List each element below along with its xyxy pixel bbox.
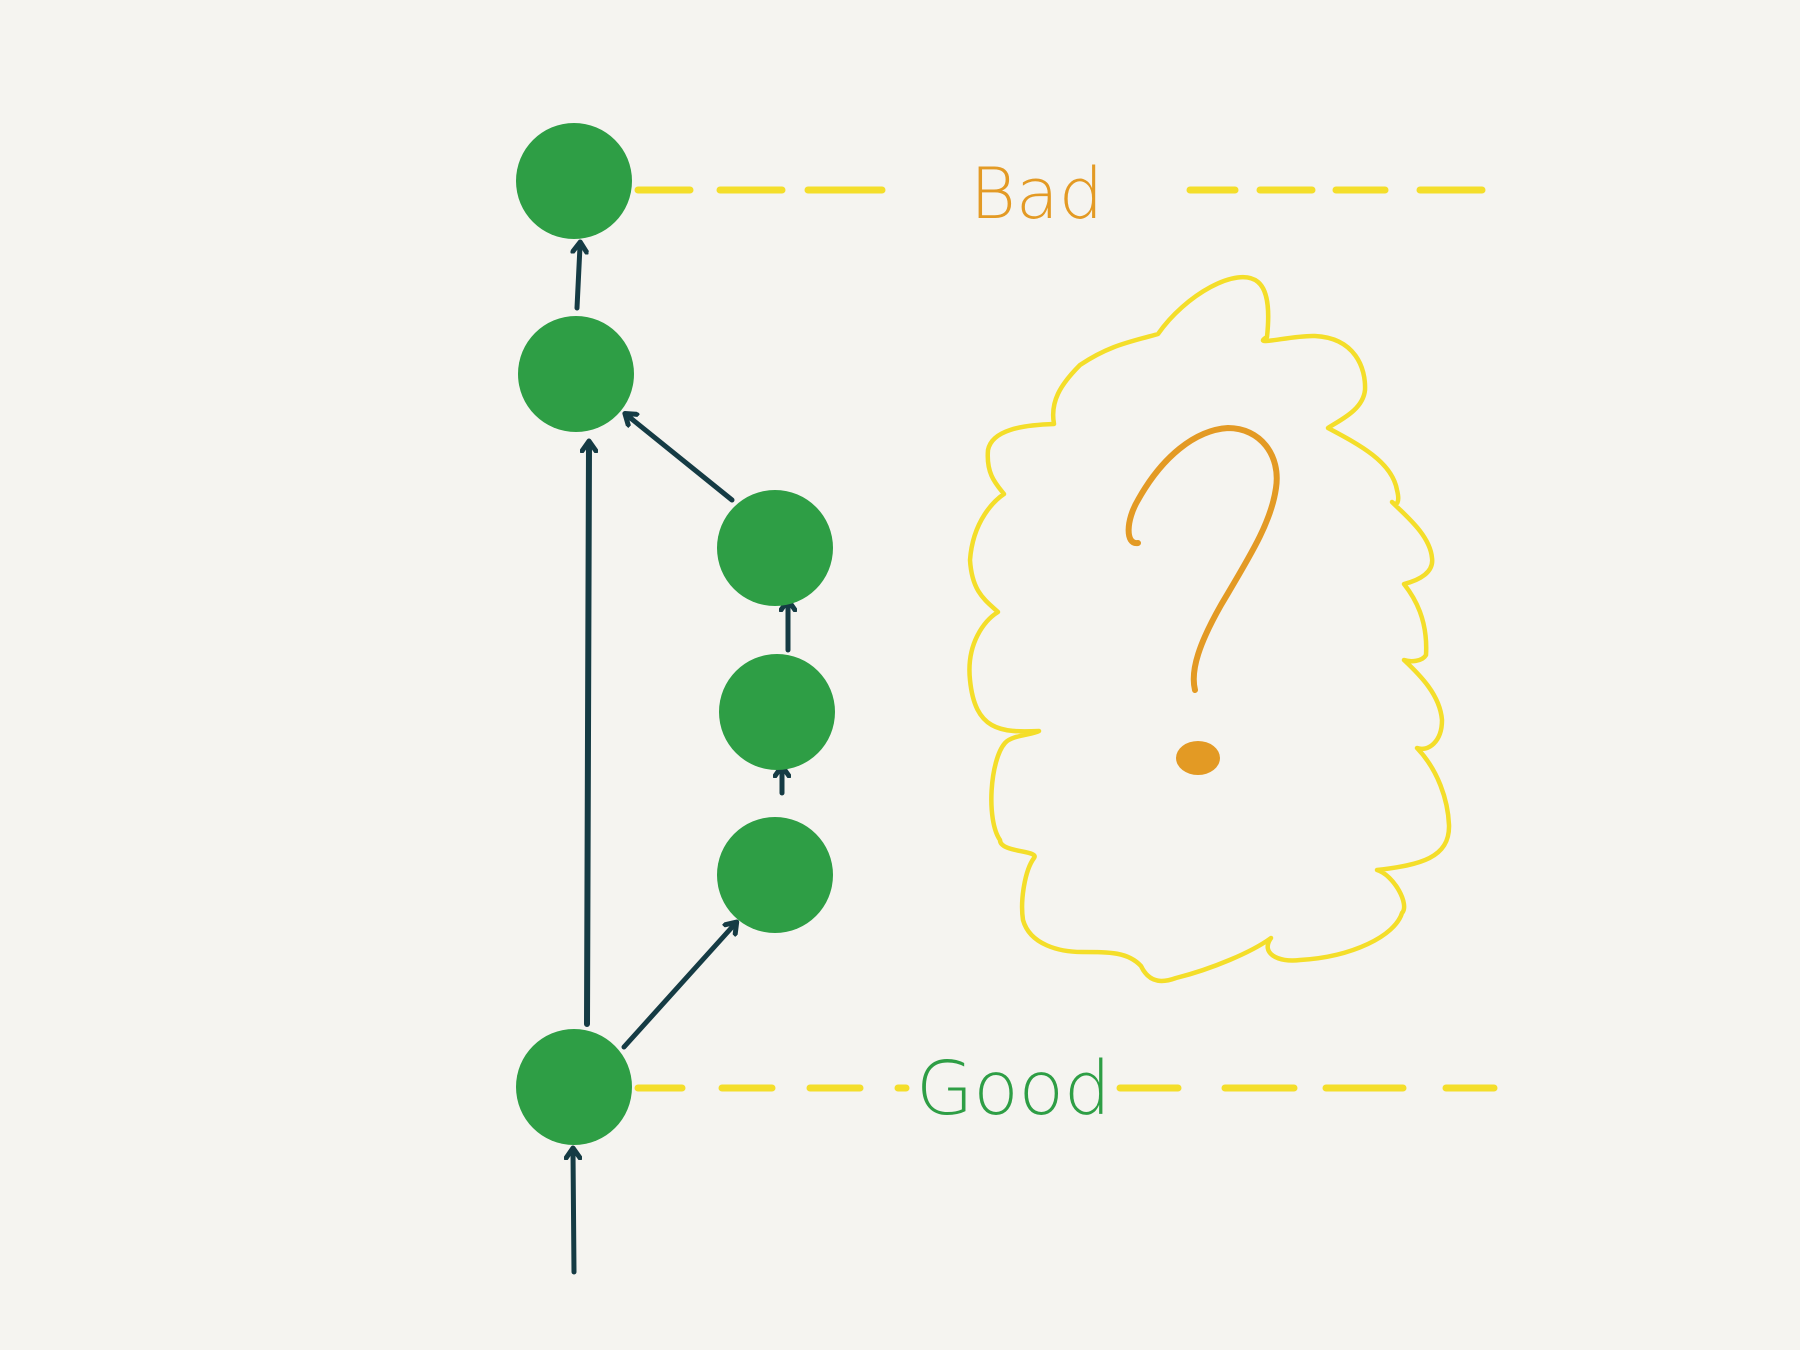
commit-node-good (516, 1029, 632, 1145)
arrows (573, 246, 788, 1275)
arrow-branch-to-mid (628, 416, 735, 503)
question-mark-symbol (1125, 425, 1280, 775)
bad-label: Bad (970, 153, 1103, 235)
commit-node-mid (518, 316, 634, 432)
arrow-good-to-branch (621, 925, 734, 1050)
commit-node-branch-top (717, 490, 833, 606)
commit-nodes (516, 123, 835, 1145)
arrow-mid-to-bad (577, 246, 580, 311)
commit-node-branch-middle (719, 654, 835, 770)
commit-node-branch-bottom (717, 817, 833, 933)
commit-node-bad (516, 123, 632, 239)
arrow-entry (573, 1152, 574, 1275)
arrow-good-to-mid (587, 445, 589, 1027)
question-mark-curve (1125, 425, 1280, 693)
question-mark-dot (1176, 741, 1220, 775)
unknown-cloud (967, 274, 1452, 984)
good-label: Good (916, 1046, 1111, 1132)
